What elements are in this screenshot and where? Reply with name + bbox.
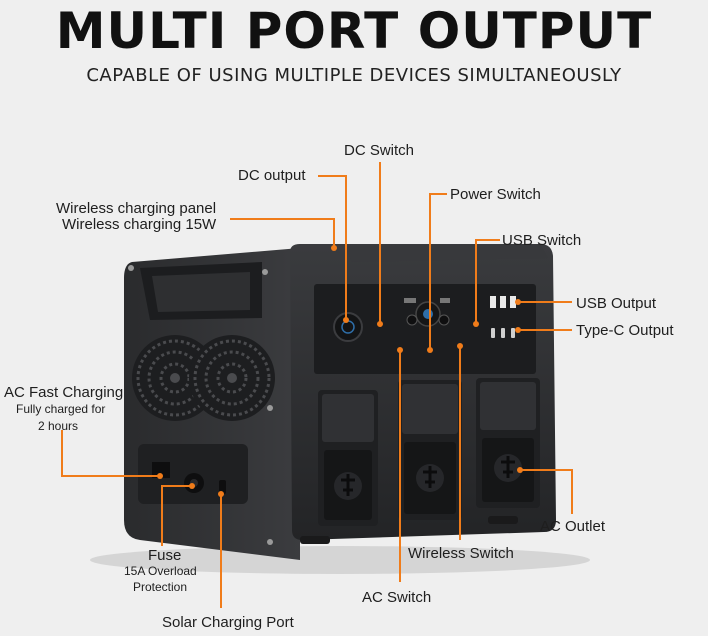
- ac-outlet-3: [476, 378, 540, 508]
- label-power-switch: Power Switch: [450, 186, 541, 203]
- solar-port: [219, 480, 226, 494]
- floor-shadow: [90, 546, 590, 574]
- label-usb-switch: USB Switch: [502, 232, 582, 249]
- label-fuse-sub-1: 15A Overload: [124, 564, 197, 578]
- typec-port-3: [511, 328, 515, 338]
- usb-port-1: [490, 296, 496, 308]
- label-ac-outlet: AC Outlet: [540, 518, 606, 535]
- page-title: MULTI PORT OUTPUT: [55, 2, 653, 60]
- label-wireless-switch: Wireless Switch: [408, 545, 514, 562]
- label-wireless-power: Wireless charging 15W: [62, 216, 217, 233]
- label-ac-fast-sub-1: Fully charged for: [16, 402, 106, 416]
- typec-port-2: [501, 328, 505, 338]
- control-panel: [314, 284, 536, 374]
- label-wireless-panel: Wireless charging panel: [56, 200, 217, 217]
- usb-port-3: [510, 296, 516, 308]
- ac-outlet-1: [318, 390, 378, 526]
- page-subtitle: CAPABLE OF USING MULTIPLE DEVICES SIMULT…: [86, 65, 622, 86]
- label-dc-switch: DC Switch: [344, 142, 415, 159]
- label-ac-fast-sub-2: 2 hours: [38, 419, 79, 433]
- ac-outlet-2: [398, 380, 462, 520]
- label-ac-switch: AC Switch: [362, 589, 432, 606]
- label-solar-port: Solar Charging Port: [162, 614, 294, 631]
- typec-port-1: [491, 328, 495, 338]
- label-fuse: Fuse: [148, 547, 182, 564]
- label-typec-output: Type-C Output: [576, 322, 674, 339]
- label-dc-output: DC output: [238, 167, 306, 184]
- label-ac-fast-charging: AC Fast Charging: [4, 384, 124, 401]
- fan-right-icon: [189, 335, 275, 421]
- label-fuse-sub-2: Protection: [133, 580, 188, 594]
- callout-lines: [61, 162, 573, 608]
- label-usb-output: USB Output: [576, 295, 657, 312]
- dc-output-socket: [333, 312, 363, 342]
- usb-port-2: [500, 296, 506, 308]
- ac-charging-port: [152, 462, 170, 478]
- callout-dots: [157, 245, 523, 497]
